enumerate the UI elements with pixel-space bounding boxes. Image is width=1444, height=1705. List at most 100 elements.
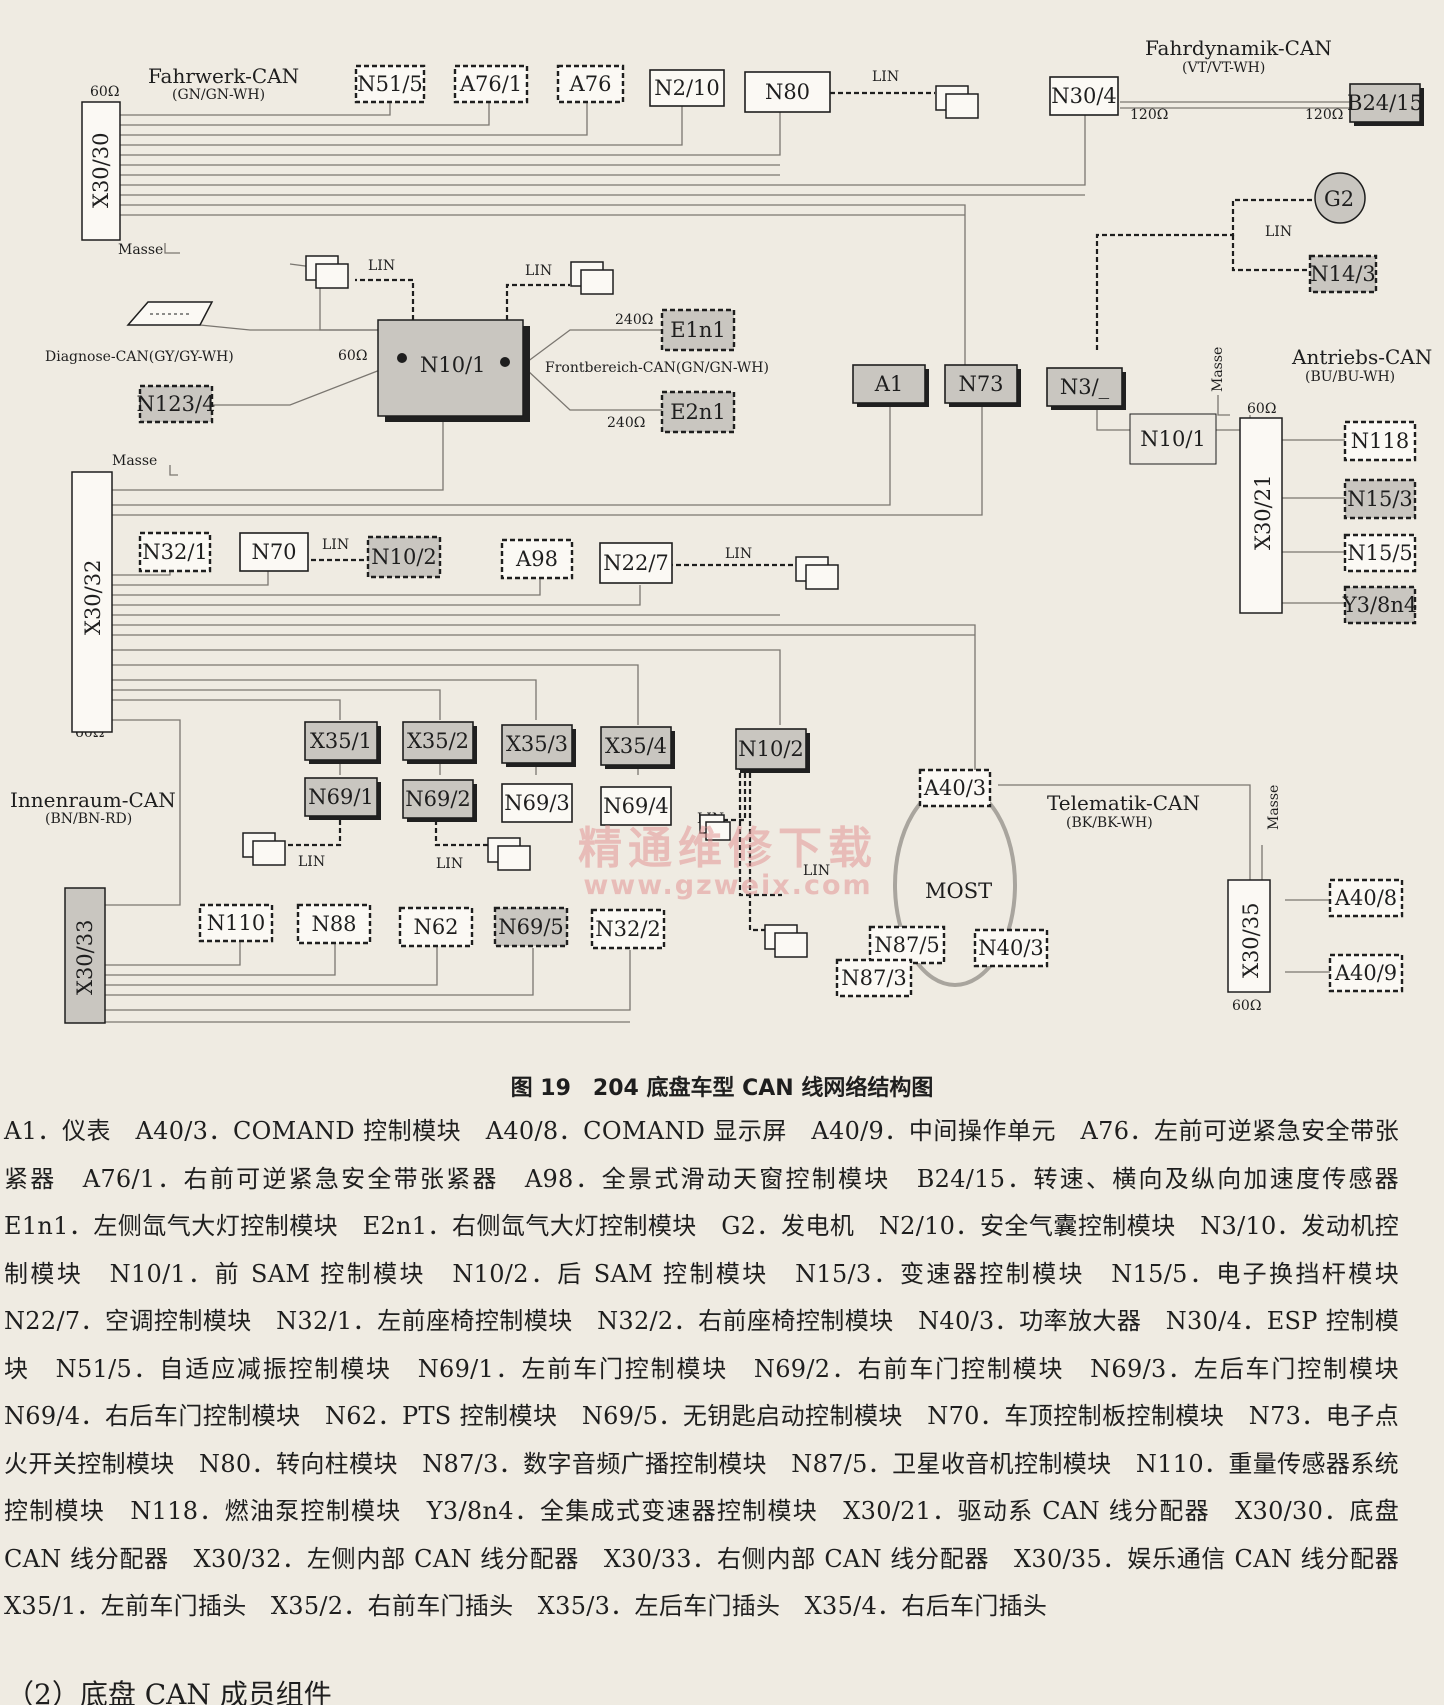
svg-text:N73: N73	[958, 372, 1003, 396]
can-distributor[interactable]: X30/30	[81, 101, 121, 241]
svg-text:N123/4: N123/4	[137, 392, 216, 416]
telematik-can-label: Telematik-CAN	[1047, 791, 1200, 815]
lin-label: LIN	[525, 263, 552, 279]
module-a1[interactable]: A1	[852, 364, 929, 407]
module-n40-3[interactable]: N40/3	[973, 928, 1049, 968]
module-x35-3[interactable]: X35/3	[501, 724, 576, 767]
module-a98[interactable]: A98	[500, 538, 574, 580]
resistor-label: 120Ω	[1305, 107, 1343, 123]
module-n51-5[interactable]: N51/5	[354, 64, 426, 104]
module-n70[interactable]: N70	[239, 532, 309, 572]
module-n118[interactable]: N118	[1343, 420, 1417, 462]
svg-text:N88: N88	[311, 912, 356, 936]
module-a40-9[interactable]: A40/9	[1328, 953, 1404, 993]
module-a76[interactable]: A76	[556, 64, 625, 104]
innenraum-can-label: Innenraum-CAN	[10, 788, 176, 812]
module-n69-5[interactable]: N69/5	[493, 906, 569, 948]
module-x35-1[interactable]: X35/1	[304, 721, 381, 764]
module-n80[interactable]: N80	[744, 71, 831, 113]
module-n32-2[interactable]: N32/2	[590, 908, 666, 950]
module-n87-3[interactable]: N87/3	[835, 958, 913, 998]
lin-label: LIN	[725, 546, 752, 562]
can-network-diagram: MOST Fahrwerk-CAN (GN/GN-WH) Fahrdynamik…	[10, 36, 1432, 1024]
module-G2[interactable]: G2	[1314, 172, 1366, 224]
module-n10-2[interactable]: N10/2	[735, 728, 810, 773]
svg-text:N15/3: N15/3	[1347, 487, 1413, 511]
module-n3[interactable]: N3/_	[1046, 367, 1126, 410]
can-distributor[interactable]: X30/32	[71, 471, 113, 733]
svg-text:N69/4: N69/4	[603, 794, 669, 818]
lin-slave-icon	[242, 832, 286, 866]
module-y3-8n4[interactable]: Y3/8n4	[1342, 585, 1418, 625]
svg-text:N32/1: N32/1	[142, 540, 208, 564]
antriebs-can-colors: (BU/BU-WH)	[1305, 369, 1395, 385]
module-e2n1[interactable]: E2n1	[660, 390, 736, 434]
svg-text:A1: A1	[874, 372, 904, 396]
lin-label: LIN	[368, 258, 395, 274]
svg-text:N69/2: N69/2	[405, 787, 471, 811]
module-n10-1-small[interactable]: N10/1	[1129, 413, 1217, 465]
svg-text:X30/33: X30/33	[73, 920, 97, 995]
module-n10-2-top[interactable]: N10/2	[366, 535, 442, 579]
fahrwerk-can-label: Fahrwerk-CAN	[148, 64, 299, 88]
module-N10-1[interactable]: N10/1	[377, 319, 530, 422]
module-n69-3[interactable]: N69/3	[501, 783, 573, 823]
frontbereich-can-label: Frontbereich-CAN(GN/GN-WH)	[545, 360, 769, 376]
module-n15-5[interactable]: N15/5	[1343, 533, 1417, 573]
lin-lines	[285, 91, 1320, 932]
masse-label: Masse	[118, 242, 163, 258]
module-n62[interactable]: N62	[398, 906, 474, 948]
module-n15-3[interactable]: N15/3	[1343, 478, 1417, 520]
module-n2-10[interactable]: N2/10	[649, 69, 725, 107]
lin-slave-icon	[764, 924, 808, 958]
svg-text:N70: N70	[251, 540, 296, 564]
can-distributor[interactable]: X30/33	[64, 887, 106, 1024]
svg-text:X30/32: X30/32	[81, 560, 105, 635]
can-distributor[interactable]: X30/21	[1239, 417, 1283, 614]
telematik-can-colors: (BK/BK-WH)	[1066, 815, 1153, 831]
svg-text:N118: N118	[1351, 429, 1409, 453]
resistor-label: 60Ω	[1232, 998, 1261, 1014]
lin-label: LIN	[872, 69, 899, 85]
module-b24-15[interactable]: B24/15	[1347, 83, 1424, 126]
module-e1n1[interactable]: E1n1	[660, 308, 736, 352]
svg-text:N3/_: N3/_	[1060, 375, 1110, 399]
svg-text:X35/1: X35/1	[310, 729, 372, 753]
module-n123-4[interactable]: N123/4	[137, 384, 216, 424]
module-a40-3[interactable]: A40/3	[918, 768, 992, 808]
svg-text:G2: G2	[1324, 187, 1354, 211]
svg-text:X30/30: X30/30	[89, 133, 113, 208]
module-n69-4[interactable]: N69/4	[600, 786, 672, 826]
module-boxes: N51/5 A76/1 A76 N2/10 N80 N30/4 B24/15N14/3E1n…	[137, 64, 1424, 998]
module-n88[interactable]: N88	[296, 903, 372, 945]
module-n69-2[interactable]: N69/2	[402, 779, 477, 822]
svg-text:A76: A76	[569, 72, 612, 96]
module-n14-3[interactable]: N14/3	[1308, 254, 1378, 294]
diagnostic-connector-icon[interactable]	[126, 301, 214, 326]
svg-text:N22/7: N22/7	[603, 551, 669, 575]
module-n32-1[interactable]: N32/1	[138, 531, 212, 573]
svg-text:N10/2: N10/2	[738, 737, 804, 761]
module-x35-4[interactable]: X35/4	[600, 726, 675, 769]
lin-slave-icon	[935, 85, 979, 119]
svg-text:A76/1: A76/1	[459, 72, 522, 96]
module-n30-4[interactable]: N30/4	[1049, 76, 1119, 116]
resistor-label: 60Ω	[338, 348, 367, 364]
svg-text:N40/3: N40/3	[978, 936, 1044, 960]
antriebs-can-label: Antriebs-CAN	[1291, 345, 1432, 369]
resistor-label: 120Ω	[1130, 107, 1168, 123]
module-n87-5[interactable]: N87/5	[868, 925, 946, 965]
module-n69-1[interactable]: N69/1	[304, 777, 381, 820]
module-a40-8[interactable]: A40/8	[1328, 878, 1404, 918]
lin-slave-icon	[570, 261, 614, 295]
module-n73[interactable]: N73	[944, 364, 1021, 407]
module-n110[interactable]: N110	[198, 903, 274, 943]
svg-text:N62: N62	[413, 915, 458, 939]
svg-text:N87/3: N87/3	[841, 966, 907, 990]
section-heading: （2）底盘 CAN 成员组件	[6, 1680, 332, 1705]
module-n22-7[interactable]: N22/7	[599, 542, 673, 584]
can-distributor[interactable]: X30/35	[1227, 879, 1271, 993]
svg-text:N10/1: N10/1	[420, 353, 486, 377]
module-a76-1[interactable]: A76/1	[453, 64, 529, 104]
module-x35-2[interactable]: X35/2	[402, 721, 477, 764]
